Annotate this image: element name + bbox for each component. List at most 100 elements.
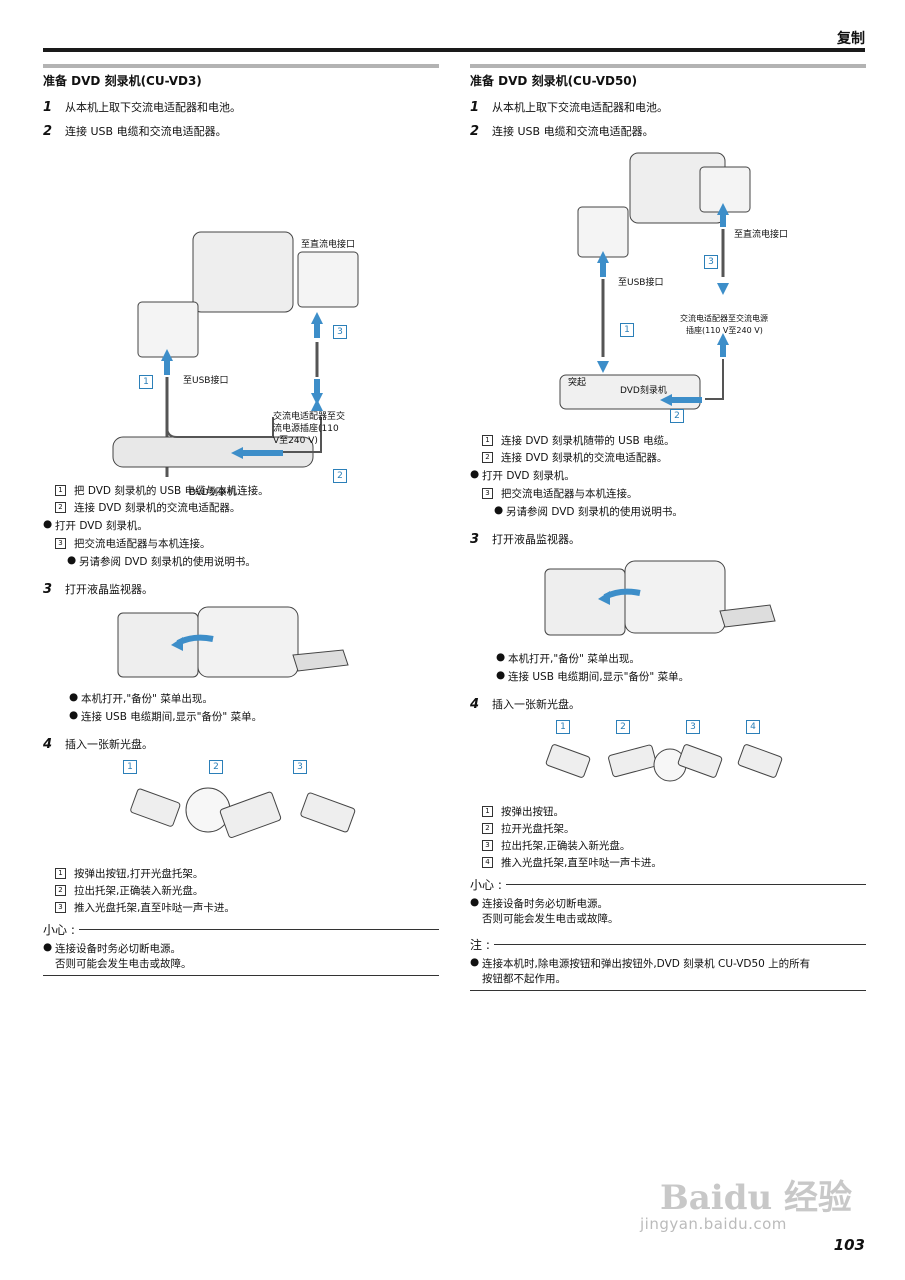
bullet-text: 另请参阅 DVD 刻录机的使用说明书。 <box>79 556 256 568</box>
sub-number: 3 <box>482 488 493 499</box>
caution-line-1: 连接设备时务必切断电源。 <box>482 898 608 910</box>
sub-item: 2 连接 DVD 刻录机的交流电适配器。 <box>482 450 866 465</box>
step-2: 2 连接 USB 电缆和交流电适配器。 <box>43 123 439 139</box>
bullet-text: 打开 DVD 刻录机。 <box>55 520 148 532</box>
fig-box-1: 1 <box>556 720 570 734</box>
fig-box-1: 1 <box>123 760 137 774</box>
step-box-2: 2 <box>670 409 684 423</box>
bullet-text: 另请参阅 DVD 刻录机的使用说明书。 <box>506 506 683 518</box>
step-box-1: 1 <box>620 323 634 337</box>
step-number: 3 <box>43 582 53 597</box>
bullet-text: 本机打开,"备份" 菜单出现。 <box>508 653 640 665</box>
step-number: 2 <box>470 124 480 139</box>
step-4: 4 插入一张新光盘。 <box>470 696 866 712</box>
bullet-item: ● 本机打开,"备份" 菜单出现。 <box>69 691 439 706</box>
step-3: 3 打开液晶监视器。 <box>43 581 439 597</box>
bullet-text: 连接 USB 电缆期间,显示"备份" 菜单。 <box>508 671 690 683</box>
caution-body: ●连接设备时务必切断电源。 否则可能会发生电击或故障。 <box>43 938 439 976</box>
bullet-item: ● 打开 DVD 刻录机。 <box>43 518 439 533</box>
caution-line-2: 否则可能会发生电击或故障。 <box>482 913 619 925</box>
connection-diagram: 至直流电接口 至USB接口 交流电适配器至交 流电源插座(110 V至240 V… <box>43 147 439 498</box>
bullet-dot-icon: ● <box>496 669 506 681</box>
sub-text: 推入光盘托架,直至咔哒一声卡进。 <box>501 857 662 869</box>
page-number: 103 <box>833 1236 865 1254</box>
header-rule <box>43 48 865 52</box>
section-title: 准备 DVD 刻录机(CU-VD50) <box>470 74 638 88</box>
note-header: 注 : <box>470 936 866 953</box>
sub-number: 1 <box>55 485 66 496</box>
step-1: 1 从本机上取下交流电适配器和电池。 <box>43 99 439 115</box>
disc-insert-illustration <box>130 787 356 838</box>
watermark-url: jingyan.baidu.com <box>640 1215 787 1233</box>
sub-number: 3 <box>55 538 66 549</box>
step-text: 连接 USB 电缆和交流电适配器。 <box>492 125 654 138</box>
caution-header: 小心 : <box>470 876 866 893</box>
sub-number: 1 <box>482 435 493 446</box>
right-column: 准备 DVD 刻录机(CU-VD50) 1 从本机上取下交流电适配器和电池。 2… <box>470 64 866 991</box>
step-box-2: 2 <box>333 469 347 483</box>
note-line-1: 连接本机时,除电源按钮和弹出按钮外,DVD 刻录机 CU-VD50 上的所有 <box>482 958 811 970</box>
label-usb-port: 至USB接口 <box>183 376 229 386</box>
sub-text: 连接 DVD 刻录机随带的 USB 电缆。 <box>501 435 675 447</box>
caution-rule <box>505 884 866 885</box>
sub-text: 推入光盘托架,直至咔哒一声卡进。 <box>74 902 235 914</box>
caution-body: ●连接设备时务必切断电源。 否则可能会发生电击或故障。 <box>470 893 866 930</box>
label-ac-adapter-1: 交流电适配器至交 <box>273 412 346 422</box>
label-dvd-burner: DVD刻录机 <box>620 386 667 396</box>
sub-number: 3 <box>55 902 66 913</box>
sub-item: 1 按弹出按钮,打开光盘托架。 <box>55 866 439 881</box>
sub-text: 按弹出按钮,打开光盘托架。 <box>74 868 204 880</box>
step-4: 4 插入一张新光盘。 <box>43 736 439 752</box>
step-1: 1 从本机上取下交流电适配器和电池。 <box>470 99 866 115</box>
connection-illustration <box>559 152 751 410</box>
page-header-title: 复制 <box>837 31 865 47</box>
step-text: 打开液晶监视器。 <box>65 583 153 596</box>
label-dvd-burner: DVD刻录机 <box>189 488 236 498</box>
note-line-2: 按钮都不起作用。 <box>482 973 566 985</box>
bullet-item: ● 本机打开,"备份" 菜单出现。 <box>496 651 866 666</box>
note-body: ●连接本机时,除电源按钮和弹出按钮外,DVD 刻录机 CU-VD50 上的所有 … <box>470 953 866 991</box>
note-rule <box>493 944 866 945</box>
step-2: 2 连接 USB 电缆和交流电适配器。 <box>470 123 866 139</box>
step-box-3: 3 <box>704 255 718 269</box>
sub-text: 拉出托架,正确装入新光盘。 <box>501 840 631 852</box>
step-number: 1 <box>470 100 480 115</box>
step-text: 插入一张新光盘。 <box>65 738 153 751</box>
sub-item: 2 拉开光盘托架。 <box>482 821 866 836</box>
label-ac-adapter-1: 交流电适配器至交流电源 <box>680 314 768 323</box>
fig-box-3: 3 <box>293 760 307 774</box>
lcd-open-figure <box>470 555 866 645</box>
bullet-dot-icon: ● <box>496 651 506 663</box>
sub-item: 3 推入光盘托架,直至咔哒一声卡进。 <box>55 900 439 915</box>
step-text: 连接 USB 电缆和交流电适配器。 <box>65 125 227 138</box>
step-number: 1 <box>43 100 53 115</box>
step-text: 从本机上取下交流电适配器和电池。 <box>492 101 668 114</box>
step-box-3: 3 <box>333 325 347 339</box>
caution-line-1: 连接设备时务必切断电源。 <box>55 943 181 955</box>
sub-text: 把 DVD 刻录机的 USB 电缆与本机连接。 <box>74 485 269 497</box>
step-number: 3 <box>470 532 480 547</box>
bullet-dot-icon: ● <box>470 468 480 480</box>
sub-item: 2 拉出托架,正确装入新光盘。 <box>55 883 439 898</box>
bullet-text: 本机打开,"备份" 菜单出现。 <box>81 693 213 705</box>
watermark-logo: Baidu 经验 <box>660 1178 853 1218</box>
left-column: 准备 DVD 刻录机(CU-VD3) 1 从本机上取下交流电适配器和电池。 2 … <box>43 64 439 976</box>
sub-number: 2 <box>55 502 66 513</box>
bullet-item: ● 连接 USB 电缆期间,显示"备份" 菜单。 <box>496 669 866 684</box>
bullet-dot-icon: ● <box>43 518 53 530</box>
label-bump: 突起 <box>568 378 587 388</box>
note-title: 注 : <box>470 938 490 952</box>
bullet-dot-icon: ● <box>69 709 79 721</box>
sub-item: 3 拉出托架,正确装入新光盘。 <box>482 838 866 853</box>
section-bar <box>470 64 866 68</box>
step-text: 插入一张新光盘。 <box>492 698 580 711</box>
bullet-dot-icon: ● <box>470 956 480 968</box>
sub-text: 拉开光盘托架。 <box>501 823 575 835</box>
insert-disc-figure: 1 2 3 <box>43 760 439 860</box>
bullet-dot-icon: ● <box>69 691 79 703</box>
label-dc-port: 至直流电接口 <box>301 240 356 250</box>
fig-box-2: 2 <box>209 760 223 774</box>
section-title: 准备 DVD 刻录机(CU-VD3) <box>43 74 202 88</box>
label-usb-port: 至USB接口 <box>618 278 664 288</box>
caution-title: 小心 : <box>43 923 75 937</box>
